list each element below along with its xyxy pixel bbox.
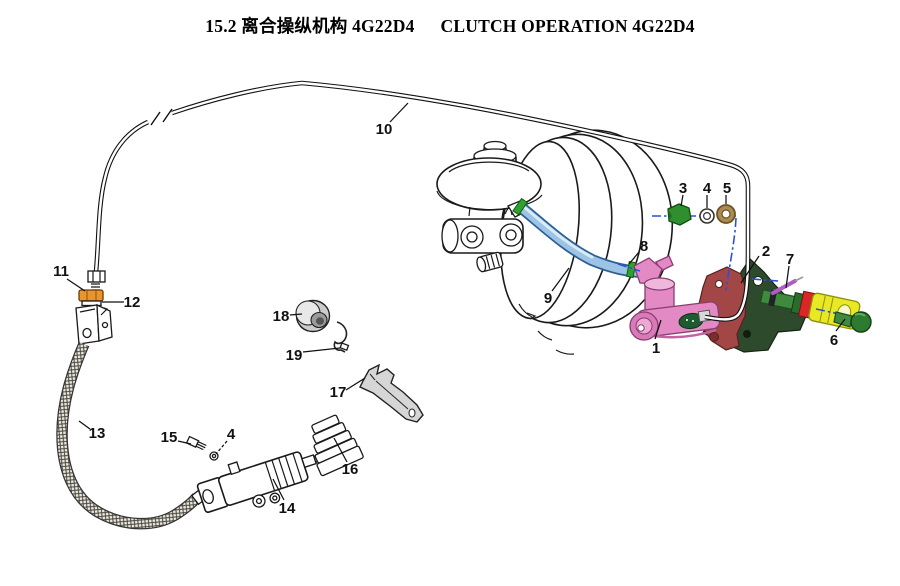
svg-text:2: 2 — [762, 243, 770, 260]
callout-14: 14 — [272, 478, 296, 517]
banjo-fasteners — [617, 203, 779, 291]
callout-3: 3 — [679, 180, 687, 207]
svg-text:11: 11 — [53, 263, 69, 280]
svg-text:10: 10 — [376, 121, 393, 138]
svg-text:12: 12 — [124, 294, 141, 311]
callout-4b: 4 — [215, 426, 236, 455]
svg-text:14: 14 — [279, 500, 296, 517]
slave-cylinder — [196, 451, 322, 514]
callout-15: 15 — [161, 429, 192, 446]
svg-text:19: 19 — [286, 347, 303, 364]
flare-nut-3 — [667, 203, 692, 226]
svg-text:15: 15 — [161, 429, 178, 446]
callout-16: 16 — [333, 437, 359, 478]
hose-clamp-upper — [512, 197, 528, 216]
release-fork — [359, 363, 424, 423]
callout-4a: 4 — [703, 180, 712, 208]
svg-text:17: 17 — [330, 384, 347, 401]
vacuum-hose — [512, 197, 646, 279]
bracket-hole — [753, 276, 763, 286]
svg-text:5: 5 — [723, 180, 731, 197]
callout-17: 17 — [330, 377, 366, 401]
callout-12: 12 — [102, 294, 140, 311]
callout-5: 5 — [723, 180, 731, 204]
callout-11: 11 — [53, 263, 86, 292]
svg-text:9: 9 — [544, 290, 552, 307]
svg-text:1: 1 — [652, 340, 660, 357]
pipe-fitting — [87, 270, 106, 283]
svg-text:7: 7 — [786, 251, 794, 268]
release-bearing — [295, 299, 331, 333]
callout-19: 19 — [286, 347, 341, 364]
svg-text:4: 4 — [703, 180, 712, 197]
svg-text:8: 8 — [640, 238, 648, 255]
callout-9: 9 — [544, 267, 570, 307]
svg-text:13: 13 — [89, 425, 106, 442]
callout-8: 8 — [628, 238, 648, 265]
bleeder-port — [227, 461, 241, 476]
bearing-clip — [333, 321, 350, 353]
clevis-pin — [771, 279, 797, 295]
title-en: CLUTCH OPERATION 4G22D4 — [440, 16, 695, 36]
hose-clamp-8 — [626, 261, 637, 279]
pipe-break-mark — [150, 108, 173, 126]
bracket-slot — [743, 330, 751, 338]
brake-master-cylinder — [436, 140, 543, 273]
inlet-elbow — [633, 257, 663, 285]
callout-2: 2 — [740, 243, 770, 284]
callouts: 1 2 3 4 5 6 7 8 9 10 11 12 13 14 15 4 16… — [53, 102, 846, 517]
clutch-hose — [56, 341, 219, 530]
callout-6: 6 — [830, 318, 846, 349]
pipe-threads — [91, 283, 100, 291]
svg-text:18: 18 — [273, 308, 290, 325]
pipe-bracket-assembly — [75, 270, 113, 345]
proportioning-valve — [476, 251, 504, 273]
svg-text:3: 3 — [679, 180, 687, 197]
callout-10: 10 — [376, 102, 409, 138]
clevis-bolt-head — [850, 311, 872, 333]
svg-text:6: 6 — [830, 332, 838, 349]
nut-11 — [78, 289, 104, 302]
callout-13: 13 — [78, 420, 106, 442]
slave-boot — [311, 414, 364, 477]
title-zh: 15.2 离合操纵机构 4G22D4 — [205, 16, 415, 36]
callout-7: 7 — [785, 251, 794, 289]
clevis-bolt-shaft — [833, 311, 853, 328]
svg-text:16: 16 — [342, 461, 359, 478]
page-title: 15.2 离合操纵机构 4G22D4 CLUTCH OPERATION 4G22D… — [0, 13, 900, 38]
callout-1: 1 — [652, 319, 662, 357]
bleeder-screw — [185, 435, 219, 461]
pushrod-clevis — [759, 276, 872, 333]
svg-text:4: 4 — [227, 426, 236, 443]
callout-18: 18 — [273, 308, 303, 325]
clutch-pipe — [93, 80, 751, 322]
